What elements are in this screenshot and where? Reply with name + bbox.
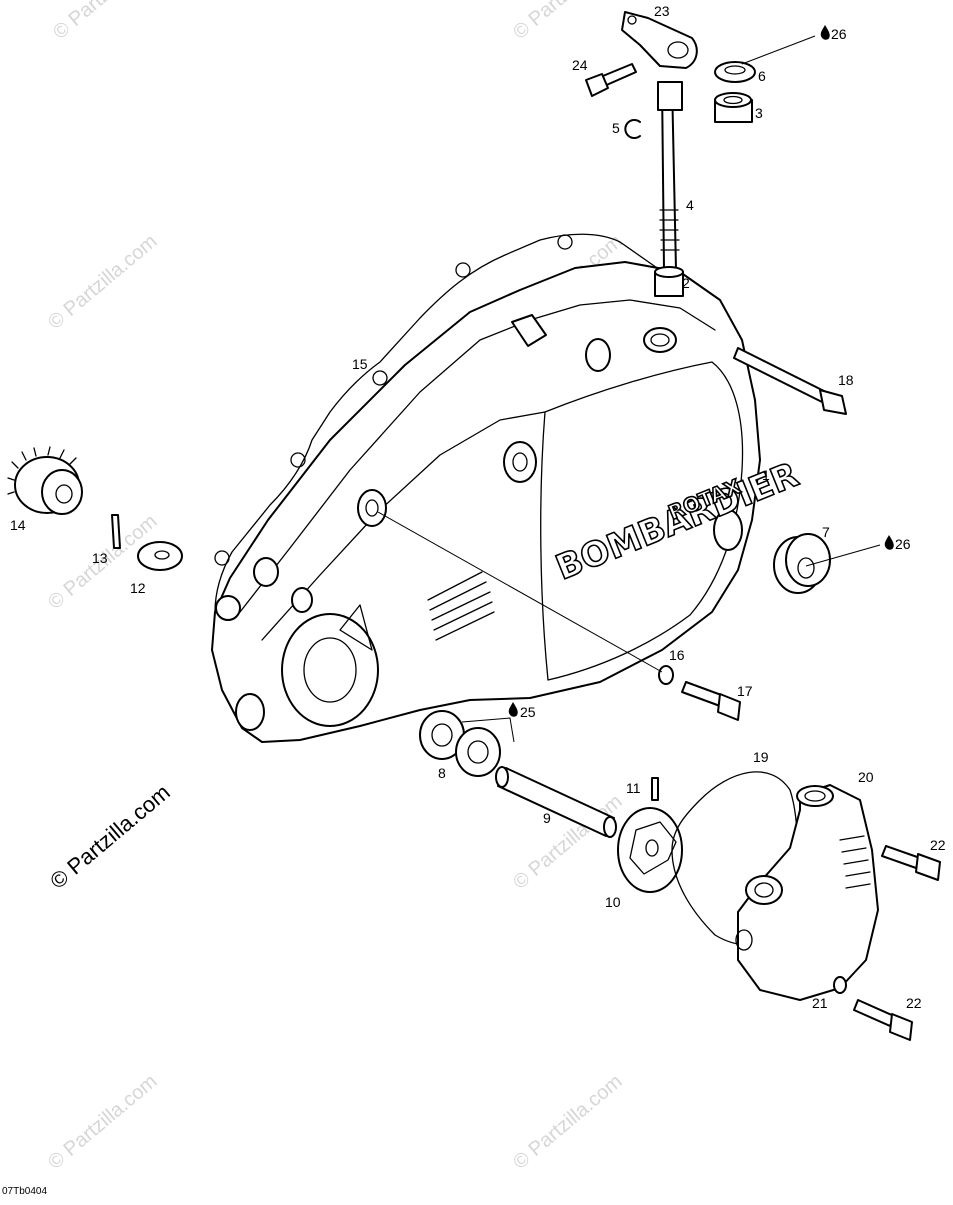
washer-21 (833, 976, 847, 994)
callout-19: 19 (753, 749, 769, 765)
bolt-22-upper (881, 845, 941, 881)
callout-4: 4 (686, 197, 694, 213)
watermark: © Partzilla.com (44, 1070, 161, 1173)
callout-26-top: 26 (831, 26, 847, 42)
oil-seal-6 (714, 61, 756, 83)
callout-1: 1 (762, 467, 770, 483)
callout-23: 23 (654, 3, 670, 19)
bushing-2 (654, 266, 684, 297)
oil-drop-icon (884, 535, 894, 550)
callout-26-mid: 26 (895, 536, 911, 552)
watermark: © Partzilla.com (44, 230, 161, 333)
callout-12: 12 (130, 580, 146, 596)
bolt-18 (733, 347, 847, 415)
callout-labels: 1 2 3 4 5 6 7 8 9 10 11 12 13 14 15 16 1… (10, 3, 946, 1011)
callout-22-lower: 22 (906, 995, 922, 1011)
watermark: © Partzilla.com (509, 0, 626, 44)
clutch-cover-1: BOMBARDIER ROTAX (211, 261, 805, 743)
callout-16: 16 (669, 647, 685, 663)
watermark: © Partzilla.com (509, 1070, 626, 1173)
needle-bearing-3 (714, 92, 753, 123)
callout-22-upper: 22 (930, 837, 946, 853)
pump-cover-20 (735, 784, 879, 1001)
oil-drop-icon (820, 25, 830, 40)
assembly-leader (377, 511, 663, 673)
callout-5: 5 (612, 120, 620, 136)
gear-14 (7, 446, 83, 515)
gasket-15 (214, 233, 713, 613)
leader-26-top (741, 35, 816, 65)
callout-20: 20 (858, 769, 874, 785)
callout-6: 6 (758, 68, 766, 84)
bolt-24 (585, 63, 637, 97)
oil-drop-icon (508, 702, 518, 717)
callout-25: 25 (520, 704, 536, 720)
lever-23 (621, 11, 698, 69)
callout-9: 9 (543, 810, 551, 826)
gasket-bolt-holes (214, 234, 573, 566)
callout-3: 3 (755, 105, 763, 121)
callout-13: 13 (92, 550, 108, 566)
callout-8: 8 (438, 765, 446, 781)
seal-bracket-25 (461, 717, 515, 743)
bearing-8 (419, 710, 501, 777)
cooling-fins (427, 571, 495, 641)
watermark: © Partzilla.com (49, 0, 166, 44)
callout-21: 21 (812, 995, 828, 1011)
drawing-code: 07Tb0404 (2, 1186, 48, 1197)
callout-11: 11 (626, 780, 641, 796)
callout-7: 7 (822, 524, 830, 540)
callout-18: 18 (838, 372, 854, 388)
leader-26-mid (805, 544, 881, 567)
callout-10: 10 (605, 894, 621, 910)
washer-12 (137, 541, 183, 571)
callout-2: 2 (682, 275, 690, 291)
callout-14: 14 (10, 517, 26, 533)
watermark-prominent: © Partzilla.com (45, 779, 175, 893)
callout-17: 17 (737, 683, 753, 699)
callout-24: 24 (572, 57, 588, 73)
circlip-5 (624, 119, 641, 139)
kickstart-shaft-4 (657, 81, 683, 271)
bolt-22-lower (853, 999, 913, 1041)
pin-11 (651, 777, 659, 801)
bolt-17 (681, 681, 741, 721)
oil-seal-7 (773, 533, 831, 594)
callout-15: 15 (352, 356, 368, 372)
impeller-10 (617, 807, 683, 893)
washer-16 (658, 665, 674, 685)
pump-shaft-9 (495, 766, 617, 838)
pin-13 (111, 514, 121, 549)
